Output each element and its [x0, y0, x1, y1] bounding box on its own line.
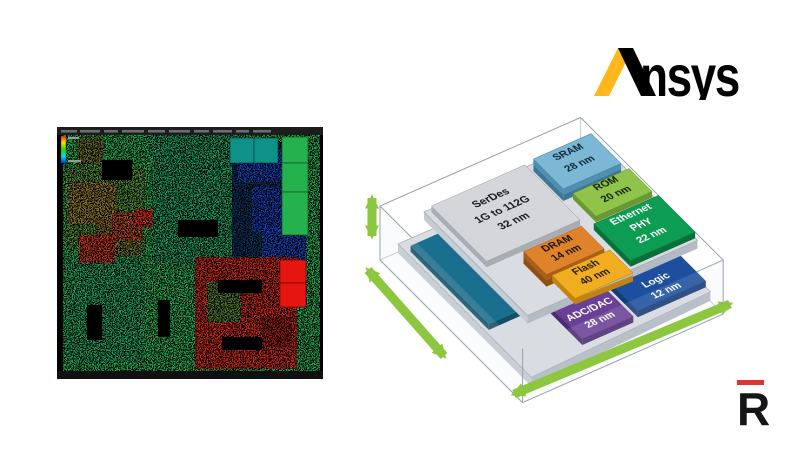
macro-voids	[87, 160, 262, 350]
right-edge-double-arrow-icon	[510, 299, 734, 399]
solid-teal-blocks	[229, 137, 279, 164]
left-edge-double-arrow-icon	[364, 267, 448, 359]
r-watermark-bar	[737, 380, 764, 385]
tile-serdes: SerDes 1G to 112G 32 nm	[430, 164, 581, 268]
illegible-legend-labels	[68, 137, 81, 162]
illegible-title-text	[61, 130, 271, 133]
ansys-logo-text: nsys	[640, 45, 739, 100]
heatmap-bottombar	[57, 371, 323, 379]
tile-sram: SRAM 28 nm	[532, 133, 622, 201]
chip-stack-diagram: Analog ADC/DAC 28 nm Programmable Logic …	[364, 116, 734, 404]
color-scale-legend	[60, 135, 67, 164]
tile-rom: ROM 20 nm	[572, 168, 653, 223]
tile-flash: Flash 40 nm	[551, 249, 634, 305]
ansys-black-slash-icon	[618, 48, 656, 96]
thermal-map-panel	[57, 127, 323, 379]
r-watermark: R	[737, 380, 771, 432]
ansys-gold-slash-icon	[594, 48, 633, 96]
solid-green-blocks	[281, 136, 309, 236]
tile-ethernet-phy: Ethernet PHY 22 nm	[593, 195, 696, 267]
ansys-logo: nsys	[594, 45, 740, 100]
dimension-arrows	[364, 194, 734, 399]
r-watermark-letter: R	[737, 383, 770, 435]
solid-red-blocks	[279, 259, 307, 308]
